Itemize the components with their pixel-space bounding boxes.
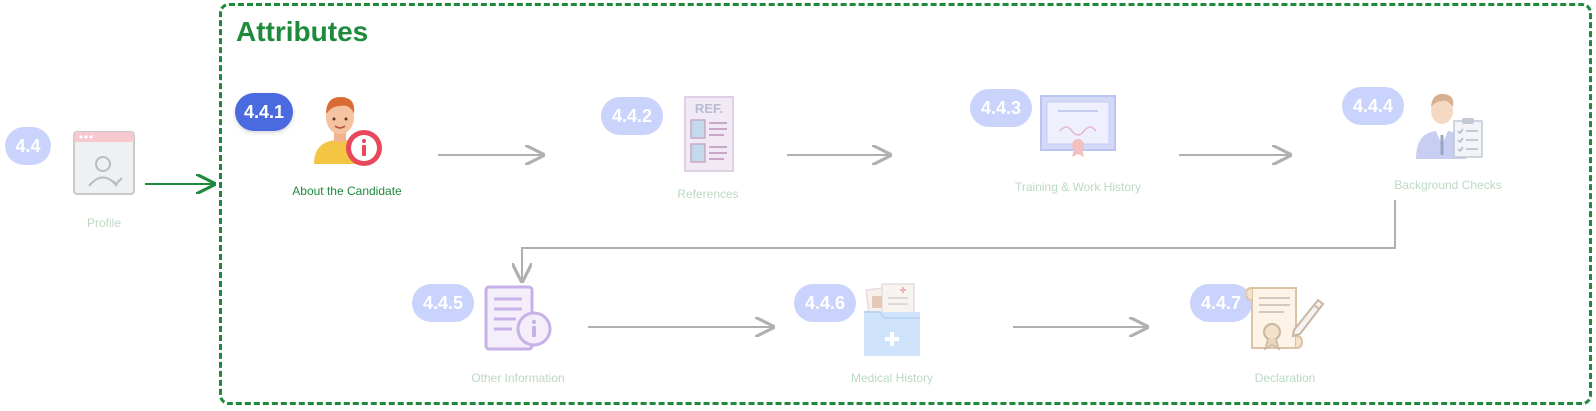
candidate-info-icon[interactable] [310, 92, 384, 168]
step-badge-4-4-6[interactable]: 4.4.6 [794, 284, 856, 322]
document-info-icon[interactable] [482, 285, 554, 355]
step-label-4-4-7: Declaration [1254, 371, 1316, 385]
step-label-4-4-1: About the Candidate [292, 184, 402, 198]
step-badge-4-4-5[interactable]: 4.4.5 [412, 284, 474, 322]
step-badge-4-4-4[interactable]: 4.4.4 [1342, 87, 1404, 125]
step-label-4-4-5: Other Information [471, 371, 565, 385]
background-check-icon[interactable] [1414, 89, 1484, 161]
step-label-4-4-2: References [677, 187, 739, 201]
step-badge-4-4-2[interactable]: 4.4.2 [601, 97, 663, 135]
step-badge-4-4-7[interactable]: 4.4.7 [1190, 284, 1252, 322]
profile-window-icon[interactable] [73, 131, 135, 195]
step-badge-4-4-3[interactable]: 4.4.3 [970, 89, 1032, 127]
attributes-section-frame [219, 3, 1592, 405]
medical-folder-icon[interactable] [860, 282, 924, 358]
certificate-icon[interactable] [1040, 95, 1116, 157]
root-label: Profile [86, 216, 121, 230]
step-label-4-4-6: Medical History [850, 371, 934, 385]
step-label-4-4-3: Training & Work History [1014, 180, 1142, 194]
root-badge[interactable]: 4.4 [5, 127, 51, 165]
step-label-4-4-4: Background Checks [1394, 178, 1502, 192]
svg-text:REF.: REF. [695, 101, 723, 116]
declaration-scroll-icon[interactable] [1246, 284, 1326, 358]
arrow-4-4-4-to-4-4-5 [522, 200, 1396, 281]
step-badge-4-4-1[interactable]: 4.4.1 [235, 93, 293, 131]
reference-document-icon[interactable]: REF. [684, 96, 734, 172]
section-title: Attributes [236, 16, 369, 47]
